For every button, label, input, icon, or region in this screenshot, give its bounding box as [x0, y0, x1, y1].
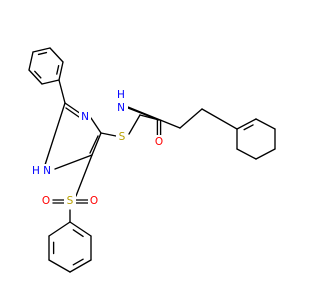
- imidazole-bond: [64, 102, 82, 115]
- imidazole-bond: [91, 132, 102, 156]
- sulfur-ch2-bond: [128, 114, 141, 135]
- atom-sulfonyl-sulfur: S: [67, 195, 74, 207]
- phenyl-bottom-bond: [48, 221, 71, 237]
- atom-sulfonyl-oxygen-left: O: [42, 195, 50, 207]
- phenyl-top-double-bond: [56, 65, 60, 75]
- cyclohexene-bond: [236, 148, 257, 160]
- atom-ring-nh-hydrogen: H: [32, 165, 40, 177]
- ethyl-bond: [179, 108, 203, 129]
- phenyl-bottom-bond: [69, 259, 92, 273]
- atom-labels: H N O S N H N S O O: [32, 89, 165, 207]
- imidazole-bond: [90, 117, 102, 134]
- phenyl-bottom-bond: [69, 221, 92, 237]
- atom-thioether-sulfur: S: [119, 131, 126, 143]
- phenyl-bottom-double-bond: [72, 229, 84, 238]
- atom-imidazole-nitrogen-3: N: [81, 111, 89, 123]
- imidazole-bond: [44, 102, 66, 166]
- imidazole-double-bond: [65, 107, 80, 118]
- atom-nh-hydrogen: H: [117, 89, 125, 101]
- cyclohexene-double-bond: [243, 124, 254, 131]
- c4-sulfur-bond: [100, 132, 117, 137]
- bond-lines: [28, 47, 276, 273]
- atom-imidazole-nitrogen-1: N: [43, 165, 51, 177]
- imidazole-double-bond: [89, 135, 99, 154]
- molecule-structure: H N O S N H N S O O: [28, 47, 276, 273]
- phenyl-top-double-bond: [37, 51, 48, 56]
- nitrogen-ch2-bond: [127, 106, 181, 129]
- phenyl-top-bond: [28, 69, 43, 85]
- atom-carbonyl-oxygen: O: [155, 136, 163, 148]
- phenyl-top-bond: [28, 51, 34, 71]
- cyclohexene-bond: [236, 118, 257, 130]
- ethyl-ring-bond: [201, 108, 238, 130]
- phenyl-bottom-double-bond: [72, 258, 84, 266]
- phenyl-top-bond: [32, 47, 51, 53]
- phenyl-imidazole-bond: [58, 79, 66, 104]
- atom-sulfonyl-oxygen-right: O: [90, 195, 98, 207]
- imidazole-sulfonyl-bond: [75, 154, 93, 197]
- cyclohexene-bond: [255, 148, 276, 160]
- atom-amide-nitrogen: N: [117, 102, 125, 114]
- cyclohexene-bond: [255, 118, 276, 130]
- phenyl-top-double-bond: [34, 70, 42, 79]
- imidazole-bond: [54, 154, 93, 170]
- phenyl-top-bond: [58, 61, 64, 81]
- phenyl-top-bond: [41, 79, 60, 85]
- phenyl-bottom-bond: [48, 259, 71, 273]
- phenyl-top-bond: [49, 47, 64, 63]
